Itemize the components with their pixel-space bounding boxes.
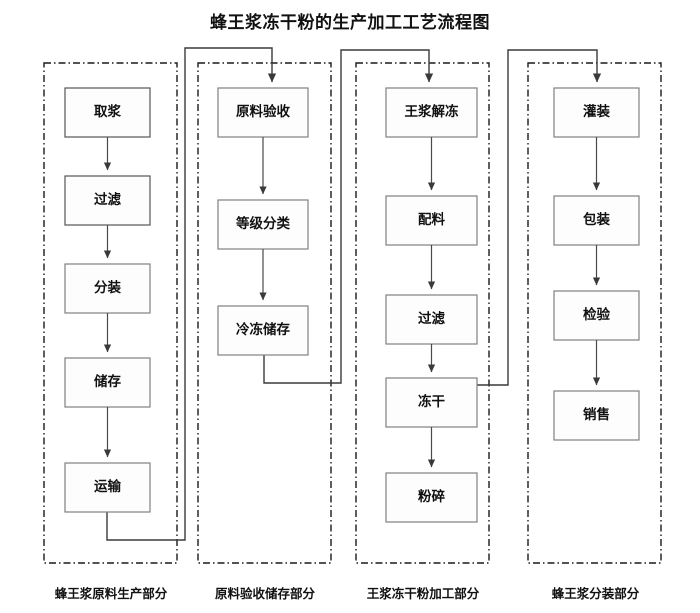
section-frame-1 [43, 62, 178, 564]
node-label: 取浆 [94, 103, 121, 119]
node-label: 等级分类 [236, 215, 290, 231]
node-过滤-1: 过滤 [64, 175, 151, 226]
node-王浆解冻: 王浆解冻 [385, 87, 478, 138]
node-label: 检验 [583, 306, 611, 322]
node-label: 冻干 [418, 393, 445, 409]
node-运输: 运输 [64, 462, 151, 513]
node-label: 储存 [93, 373, 121, 389]
section-caption-2: 原料验收储存部分 [214, 587, 315, 601]
node-过滤-2: 过滤 [385, 294, 478, 345]
section-frame-3 [355, 62, 490, 564]
section-caption-3: 王浆冻干粉加工部分 [366, 587, 480, 601]
node-label: 冷冻储存 [236, 321, 290, 337]
node-label: 配料 [418, 211, 445, 227]
link-freezedry-to-filling [477, 49, 602, 386]
section-caption-4: 蜂王浆分装部分 [551, 587, 640, 601]
node-label: 原料验收 [236, 103, 290, 119]
node-label: 销售 [583, 406, 610, 422]
node-label: 包装 [583, 211, 611, 227]
node-label: 灌装 [583, 103, 611, 119]
node-label: 王浆解冻 [405, 103, 459, 119]
node-label: 粉碎 [418, 488, 445, 504]
node-检验: 检验 [553, 290, 640, 341]
node-冻干: 冻干 [385, 377, 478, 428]
node-原料验收: 原料验收 [217, 87, 309, 138]
section-frame-4 [527, 62, 662, 564]
node-粉碎: 粉碎 [385, 472, 478, 523]
node-配料: 配料 [385, 195, 478, 246]
node-销售: 销售 [553, 390, 640, 441]
node-label: 过滤 [418, 310, 445, 326]
section-frame-2 [197, 62, 332, 564]
page-title: 蜂王浆冻干粉的生产加工工艺流程图 [210, 13, 490, 32]
node-取浆: 取浆 [64, 87, 151, 138]
node-label: 过滤 [94, 191, 121, 207]
node-等级分类: 等级分类 [217, 199, 309, 250]
node-灌装: 灌装 [553, 87, 640, 138]
link-transport-to-inspection [106, 47, 277, 541]
link-frozenstore-to-thaw [263, 49, 434, 384]
node-label: 分装 [94, 279, 121, 295]
node-label: 运输 [94, 478, 121, 494]
node-包装: 包装 [553, 195, 640, 246]
section-caption-1: 蜂王浆原料生产部分 [54, 587, 168, 601]
node-储存: 储存 [64, 357, 151, 408]
node-冷冻储存: 冷冻储存 [217, 305, 309, 356]
node-分装-1: 分装 [64, 263, 151, 314]
